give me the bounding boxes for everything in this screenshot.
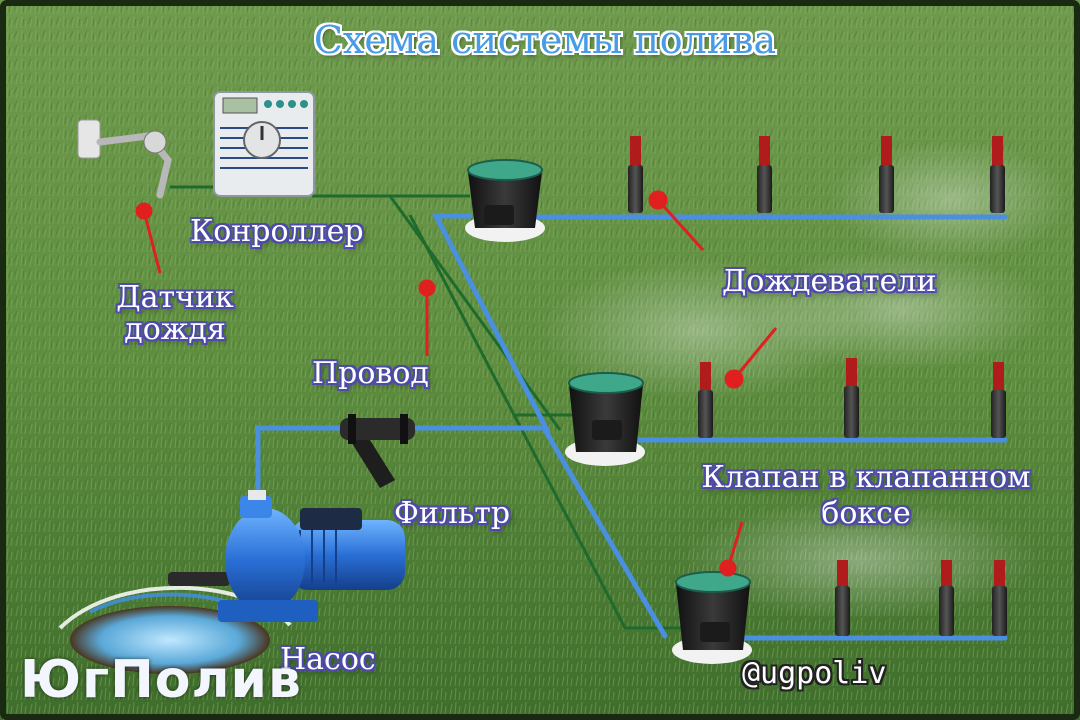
label-valve-box: Клапан в клапанном боксе xyxy=(676,462,1056,529)
sprinklers-row-bottom xyxy=(835,560,1007,636)
valve-box-middle xyxy=(565,372,645,466)
pointer-sprinkler-middle xyxy=(732,327,778,380)
valve-box-bottom xyxy=(672,571,752,664)
sensor-mount xyxy=(77,119,101,159)
wire-branch-middle xyxy=(388,195,562,431)
controller-device xyxy=(213,91,315,197)
pipe-riser-top xyxy=(431,213,551,435)
sprinkler-head xyxy=(991,362,1006,438)
label-rain-sensor: Датчик дождя xyxy=(100,282,250,345)
controller-button xyxy=(300,100,308,108)
spray-mist xyxy=(750,250,1050,370)
sensor-head xyxy=(143,130,167,154)
valve-box-top xyxy=(465,159,545,242)
label-pump: Насос xyxy=(280,642,376,677)
sprinklers-row-top xyxy=(628,136,1005,213)
filter-device xyxy=(340,414,415,488)
sprinkler-head xyxy=(698,362,713,438)
sprinklers-row-middle xyxy=(698,358,1006,438)
control-wires xyxy=(170,185,690,630)
controller-button xyxy=(288,100,296,108)
controller-button xyxy=(264,100,272,108)
page-title: Схема системы полива xyxy=(313,18,777,62)
sprinkler-head xyxy=(628,136,643,213)
pointer-dot xyxy=(648,190,668,210)
label-valve-line1: Клапан в клапанном xyxy=(701,460,1031,495)
pump-device xyxy=(58,490,405,674)
water-pipes xyxy=(255,213,1008,641)
pointer-sprinklers xyxy=(656,198,705,252)
pipe-diagonal-bottom xyxy=(542,427,668,639)
controller-button xyxy=(276,100,284,108)
pointer-rain-sensor xyxy=(142,210,162,274)
instagram-handle: @ugpoliv xyxy=(742,656,887,691)
rain-sensor xyxy=(77,119,172,199)
controller-display xyxy=(222,97,258,114)
pointer-dot xyxy=(418,279,436,297)
pointer-dot xyxy=(724,369,744,389)
wire-branch-bottom xyxy=(408,214,690,630)
brand-logo: ЮгПолив xyxy=(20,650,302,710)
pointer-dot xyxy=(135,202,153,220)
sprinkler-head xyxy=(757,136,772,213)
pipe-pump-up xyxy=(255,425,348,503)
spray-mist xyxy=(830,140,1070,260)
label-sprinklers: Дождеватели xyxy=(722,264,937,299)
sprinkler-head xyxy=(939,560,954,636)
sprinkler-head xyxy=(992,560,1007,636)
water-well xyxy=(70,606,270,674)
label-filter: Фильтр xyxy=(394,496,511,531)
label-rain-sensor-line2: дождя xyxy=(124,311,226,347)
sprinkler-head xyxy=(844,358,859,438)
label-controller: Конроллер xyxy=(190,214,364,249)
label-rain-sensor-line1: Датчик xyxy=(116,280,234,315)
label-wire: Провод xyxy=(312,356,429,391)
pointer-dot xyxy=(719,559,737,577)
sprinkler-head xyxy=(990,136,1005,213)
sprinkler-head xyxy=(835,560,850,636)
pointers xyxy=(135,190,778,577)
label-valve-line2: боксе xyxy=(821,495,911,531)
sprinkler-head xyxy=(879,136,894,213)
